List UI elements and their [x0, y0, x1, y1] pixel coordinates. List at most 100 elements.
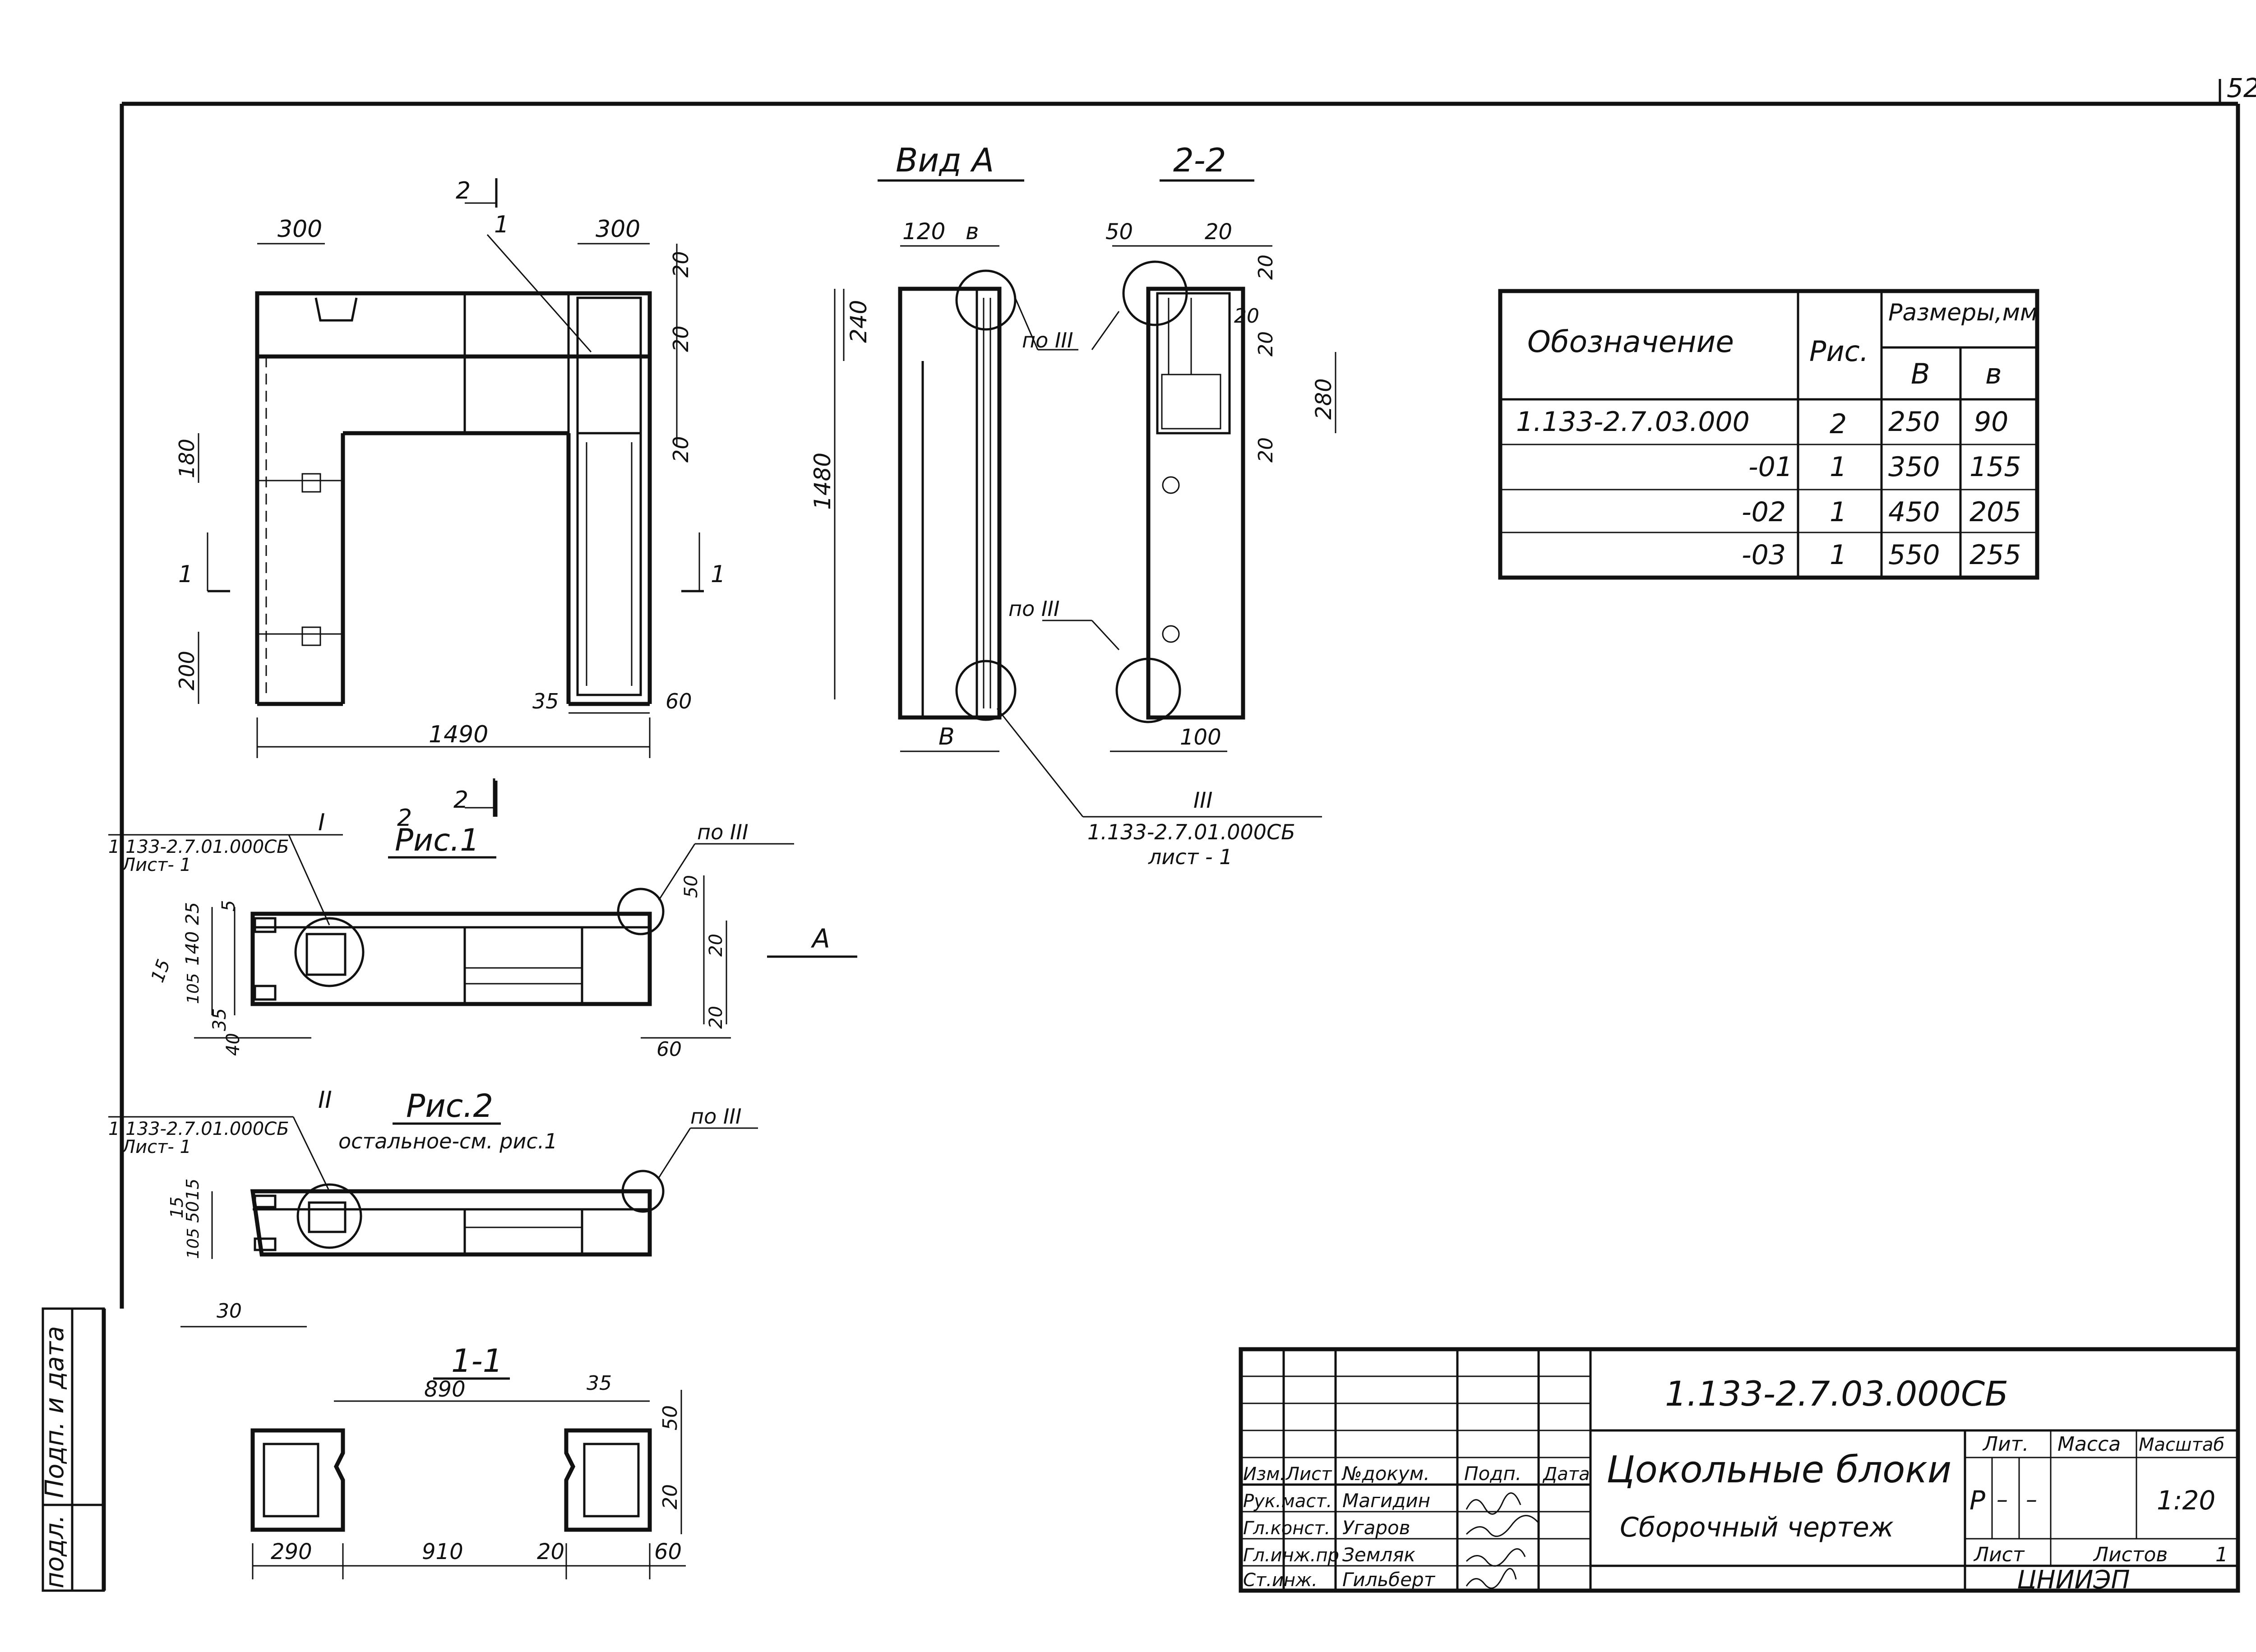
table-row-2-fig: 1	[1830, 451, 1847, 483]
table-row-2-b: 155	[1969, 451, 2021, 483]
table-row-3-designation: -02	[1742, 496, 1786, 528]
table-row-3-B: 450	[1888, 496, 1940, 528]
dim-11-910: 910	[422, 1539, 463, 1564]
fig1-marker-a: А	[810, 923, 830, 954]
table-row-3-fig: 1	[1830, 496, 1847, 528]
section-mark-2-top: 2	[456, 177, 471, 204]
dim-plan-10: 1490	[429, 721, 488, 748]
stamp-name-3: Земляк	[1342, 1544, 1416, 1566]
dim-f1-60: 60	[656, 1038, 682, 1061]
stamp-role-2: Гл.конст.	[1243, 1518, 1330, 1539]
dim-plan-6: 180	[175, 439, 199, 478]
dim-va-b: в	[966, 218, 979, 245]
dim-plan-9: 60	[666, 689, 692, 713]
section-11-title: 1-1	[451, 1342, 503, 1379]
fig2-po-iii: по III	[690, 1104, 742, 1129]
dim-plan-8: 35	[532, 689, 559, 713]
fig1-marker-2: 2	[397, 805, 412, 832]
sheet-label: Лист	[1973, 1543, 2025, 1566]
dim-f2-15a: 15	[167, 1197, 187, 1218]
dim-plan-3: 20	[669, 251, 693, 278]
detail-circle-fig1-i	[294, 917, 365, 987]
dim-f2-15b: 15	[183, 1179, 203, 1200]
fig-1: Рис.1 2 I 1.133-2.7.01.000СБ Лист- 1 по …	[108, 778, 857, 1061]
side-label-sign: Подп. и дата	[40, 1326, 69, 1498]
stamp-header-list: Лист	[1285, 1464, 1332, 1485]
fig1-roman-1: I	[318, 809, 325, 836]
callout-po-iii-1: по III	[1022, 328, 1073, 352]
section-mark-2-bottom: 2	[453, 787, 468, 814]
fig1-sheet: Лист- 1	[121, 855, 191, 875]
dim-22-20d: 20	[1254, 331, 1277, 356]
table-row-1-fig: 2	[1830, 408, 1847, 440]
side-label-orig: подл.	[40, 1515, 69, 1588]
view-a: Вид А 120 в 240 1480 В по III III 1.133-…	[809, 141, 1322, 869]
dim-f1-5: 5	[218, 900, 239, 912]
dim-f2-30: 30	[217, 1300, 242, 1323]
table-header-b: в	[1985, 357, 2002, 390]
signature-scribble-2	[1465, 1515, 1539, 1537]
dim-plan-1: 300	[277, 216, 322, 243]
detail-circle-22-top	[1122, 260, 1188, 326]
table-row-1-b: 90	[1974, 406, 2008, 438]
dim-22-50: 50	[1105, 219, 1133, 245]
dim-f1-105: 105	[184, 973, 203, 1004]
table-header-fig: Рис.	[1809, 335, 1868, 368]
fig2-title: Рис.2	[406, 1087, 493, 1124]
dim-f2-50: 50	[183, 1201, 203, 1223]
drawing-frame: 5 2 Подп. и дата подл.	[40, 73, 2256, 1592]
plan-view: 300 300 20 20 20 180 200 35 60 1490 2 1 …	[175, 177, 726, 817]
lit-dash-2: –	[2026, 1486, 2037, 1513]
dim-f1-35: 35	[209, 1008, 230, 1031]
fig2-roman-2: II	[318, 1087, 332, 1114]
stamp-header-date: Дата	[1542, 1464, 1590, 1485]
scale-value: 1:20	[2157, 1485, 2215, 1516]
signature-scribble-4	[1465, 1568, 1517, 1589]
sheets-label: Листов	[2093, 1543, 2168, 1566]
dim-f1-40: 40	[223, 1033, 244, 1056]
fig2-sheet: Лист- 1	[121, 1137, 191, 1157]
section-2-2: 2-2 по III 50 20 20 20 20 280 20 100	[1008, 141, 1336, 752]
sheet-subtitle: Сборочный чертеж	[1620, 1512, 1894, 1543]
stamp-role-4: Ст.инж.	[1243, 1570, 1318, 1591]
detail-circle-fig2-iii	[621, 1170, 665, 1213]
dim-f1-20b: 20	[706, 1006, 726, 1029]
dim-f1-25: 25	[182, 902, 203, 925]
callout-iii-roman: III	[1193, 788, 1212, 813]
dim-22-280: 280	[1311, 378, 1336, 420]
dim-11-20a: 20	[659, 1484, 682, 1509]
dim-22-20b: 20	[1254, 255, 1277, 280]
dim-f1-20a: 20	[706, 934, 726, 957]
table-row-1-B: 250	[1888, 406, 1940, 438]
title-block: Изм. Лист №докум. Подп. Дата Рук.маст. М…	[1239, 1347, 2240, 1595]
stamp-name-4: Гильберт	[1342, 1569, 1436, 1591]
dim-11-60: 60	[654, 1539, 682, 1564]
table-row-2-B: 350	[1888, 451, 1940, 483]
dim-plan-2: 300	[596, 216, 640, 243]
dim-11-35: 35	[587, 1372, 612, 1395]
lit-label: Лит.	[1982, 1433, 2029, 1456]
table-row-4-designation: -03	[1742, 539, 1786, 571]
stamp-header-izm: Изм.	[1243, 1464, 1285, 1485]
table-row-4-B: 550	[1888, 539, 1940, 571]
fig1-po-iii: по III	[697, 820, 749, 844]
spec-table: Обозначение Рис. Размеры,мм В в 1.133-2.…	[1498, 289, 2039, 580]
signature-scribble-1	[1465, 1492, 1521, 1515]
dim-11-890: 890	[424, 1377, 466, 1402]
table-header-sizes: Размеры,мм	[1888, 299, 2038, 326]
dim-va-B: В	[938, 723, 955, 750]
fig-2: Рис.2 остальное-см. рис.1 II 1.133-2.7.0…	[108, 1087, 758, 1328]
detail-circle-fig2-ii	[296, 1183, 362, 1249]
dim-f2-105: 105	[184, 1228, 203, 1259]
stamp-header-doc: №докум.	[1341, 1462, 1430, 1485]
dim-f1-15: 15	[147, 957, 175, 986]
fig1-title: Рис.1	[395, 823, 479, 858]
detail-circle-fig1-iii	[617, 888, 665, 935]
dim-plan-4: 20	[669, 325, 693, 352]
lit-value: Р	[1969, 1485, 1985, 1516]
section-mark-1-left: 1	[178, 561, 193, 588]
document-code: 1.133-2.7.03.000СБ	[1665, 1374, 2008, 1414]
mass-label: Масса	[2057, 1433, 2121, 1456]
pos-1-label: 1	[494, 211, 509, 238]
table-row-4-b: 255	[1969, 539, 2021, 571]
